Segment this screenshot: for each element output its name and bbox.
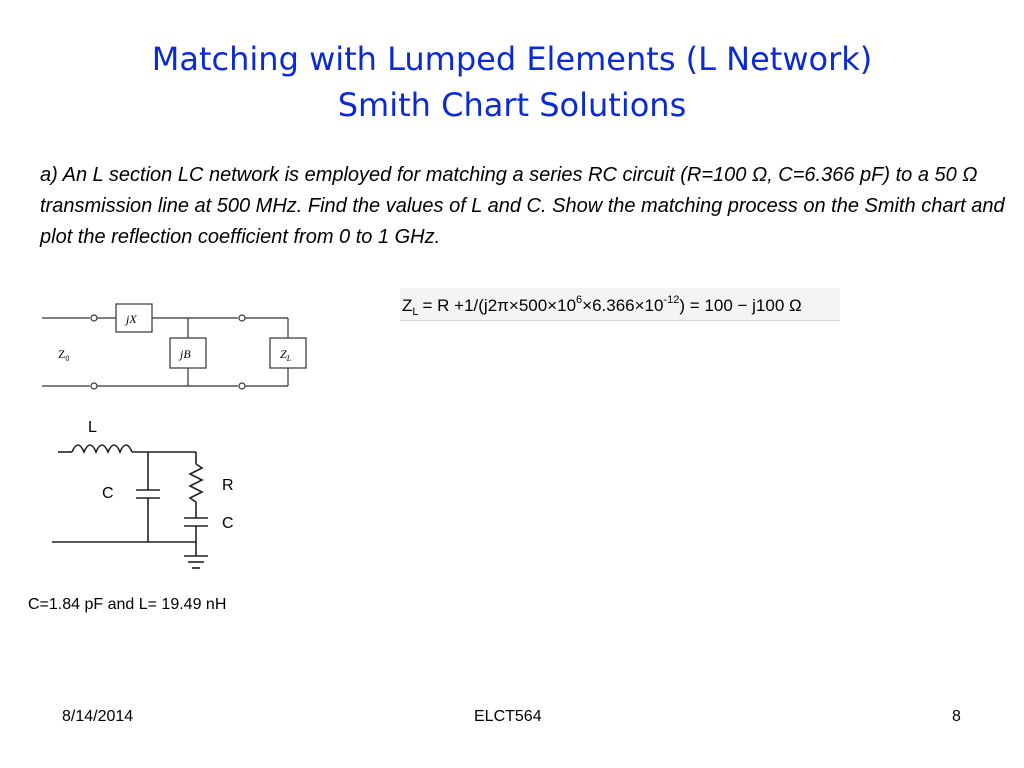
formula-graphic: ZL= R +1/(j2π×500×106×6.366×10-12) = 100… [402, 294, 802, 318]
l-network-diagram: jX jB ZL Z0 [42, 303, 307, 390]
resistor-label: R [222, 477, 234, 494]
load-impedance-formula: ZL= R +1/(j2π×500×106×6.366×10-12) = 100… [400, 288, 840, 321]
load-label: ZL [280, 347, 292, 363]
shunt-element-label: jB [178, 347, 191, 361]
lc-matching-circuit: L C R C [52, 419, 234, 569]
slide-title: Matching with Lumped Elements (L Network… [0, 36, 1024, 128]
footer-course: ELCT564 [474, 708, 542, 725]
problem-statement: a) An L section LC network is employed f… [40, 164, 1005, 248]
source-impedance-label: Z0 [58, 347, 69, 363]
inductor-label: L [88, 419, 97, 436]
series-element-label: jX [124, 312, 137, 326]
title-line-1: Matching with Lumped Elements (L Network… [151, 40, 873, 78]
series-capacitor-label: C [222, 515, 234, 532]
answer-text: C=1.84 pF and L= 19.49 nH [28, 596, 227, 613]
slide-number: 8 [952, 708, 961, 725]
footer-date: 8/14/2014 [62, 708, 134, 725]
shunt-capacitor-label: C [102, 485, 114, 502]
formula-lhs: ZL= R +1/(j2π×500×106×6.366×10-12) = 100… [402, 294, 802, 318]
title-line-2: Smith Chart Solutions [337, 86, 687, 124]
